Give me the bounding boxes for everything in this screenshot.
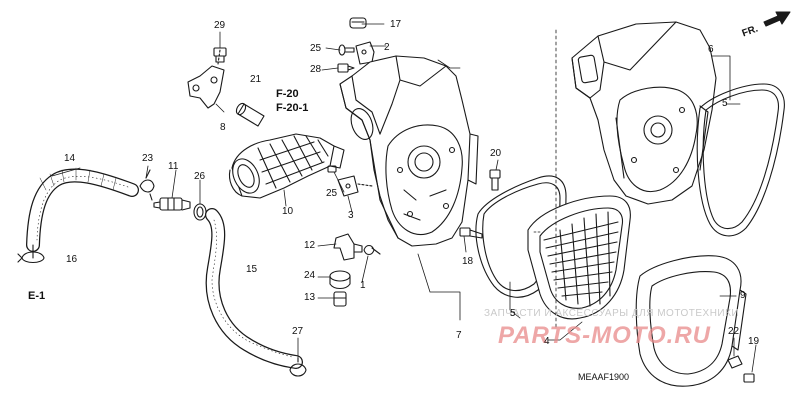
watermark-caption: ЗАПЧАСТИ И АКСЕССУАРЫ ДЛЯ МОТОТЕХНИКИ	[484, 308, 740, 319]
clip-16	[17, 244, 45, 264]
air-cleaner-housing-7	[339, 55, 479, 247]
washer-25	[338, 44, 355, 56]
hose-14	[26, 167, 139, 252]
callout-5-lower: 5	[510, 308, 516, 319]
bolt-28	[337, 63, 355, 73]
bracket-3	[337, 175, 373, 197]
callout-15: 15	[246, 264, 258, 275]
cap-24	[329, 270, 351, 290]
bracket-2	[355, 41, 375, 65]
callout-28: 28	[310, 64, 322, 75]
callout-19: 19	[748, 336, 760, 347]
clip-27	[289, 357, 307, 377]
bolt-25	[327, 165, 337, 173]
grommet-17	[349, 17, 367, 29]
band-26	[193, 203, 207, 221]
callout-9: 9	[740, 290, 746, 301]
tube-12	[333, 233, 363, 261]
callout-24: 24	[304, 270, 316, 281]
hose-15	[205, 208, 303, 369]
callout-7: 7	[456, 330, 462, 341]
callout-14: 14	[64, 153, 76, 164]
callout-4: 4	[544, 336, 550, 347]
callout-21: 21	[250, 74, 262, 85]
callout-2: 2	[384, 42, 390, 53]
screw-22	[727, 355, 743, 369]
callout-16: 16	[66, 254, 78, 265]
callout-17: 17	[390, 19, 402, 30]
clip-1	[363, 244, 381, 256]
leader-lines	[51, 23, 757, 373]
upper-case-assembly	[571, 21, 717, 205]
callout-3: 3	[348, 210, 354, 221]
callout-6: 6	[708, 44, 714, 55]
watermark-logo: PARTS-MOTO.RU	[498, 322, 712, 349]
callout-22: 22	[728, 326, 740, 337]
cover-9	[635, 255, 747, 387]
front-arrow-icon	[763, 11, 791, 27]
callout-11: 11	[168, 161, 179, 172]
ref-e1: E-1	[28, 290, 46, 302]
callout-12: 12	[304, 240, 316, 251]
joint-11	[153, 197, 191, 211]
drawing-code: MEAAF1900	[578, 372, 630, 382]
callout-18: 18	[462, 256, 474, 267]
callout-25-mid: 25	[326, 188, 338, 199]
callout-26: 26	[194, 171, 206, 182]
callout-1: 1	[360, 280, 366, 291]
pipe-21	[235, 102, 265, 127]
plug-13	[333, 291, 347, 307]
gasket-6	[696, 83, 785, 237]
callout-10: 10	[282, 206, 294, 217]
callout-20: 20	[490, 148, 502, 159]
callout-8: 8	[220, 122, 226, 133]
screw-19	[743, 373, 755, 383]
bolt-18	[459, 227, 483, 239]
callout-5-upper: 5	[722, 98, 728, 109]
intake-duct-10	[228, 133, 345, 199]
air-filter-element-4	[527, 195, 631, 320]
ref-f201: F-20-1	[276, 102, 309, 114]
bracket-8	[187, 49, 225, 109]
callout-13: 13	[304, 292, 316, 303]
callout-25-top: 25	[310, 43, 322, 54]
callout-23: 23	[142, 153, 154, 164]
clip-23	[139, 169, 155, 201]
callout-29: 29	[214, 20, 226, 31]
callout-27: 27	[292, 326, 304, 337]
ref-f20: F-20	[276, 88, 299, 100]
bolt-20	[489, 169, 501, 191]
